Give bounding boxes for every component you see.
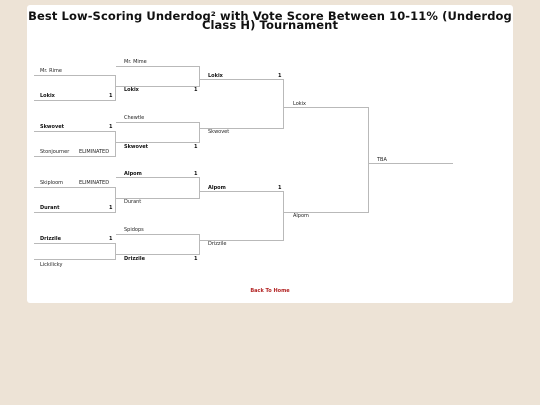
bracket-entry-r2-m3-bottom: Durant [124,199,142,205]
bracket-line [199,234,200,255]
bracket-entry-r4-top: Lokix [293,101,307,107]
bracket-line [34,243,116,244]
eliminated-badge: ELIMINATED [79,180,110,186]
bracket-entry-r4-bottom: Alpom [293,213,309,219]
bracket-entry-r1-m2-top: Skwovet [40,124,65,130]
bracket-line [199,66,200,87]
page-title: Best Low-Scoring Underdog² with Vote Sco… [28,9,512,32]
bracket-line [116,177,200,178]
bracket-line [369,163,453,164]
bracket-entry-r1-m1-top: Mr. Rime [40,68,62,74]
bracket-line [200,128,284,129]
score-r2-m4-bottom: 1 [194,256,198,262]
bracket-entry-r1-m4-top: Drizzile [40,236,61,242]
bracket-line [34,100,116,101]
bracket-line [116,234,200,235]
bracket-entry-r3-m1-bottom: Skwovet [208,129,230,135]
bracket-line [199,122,200,143]
bracket-entry-r2-m2-bottom: Skwovet [124,144,149,150]
bracket-line [200,191,284,192]
bracket-entry-r1-m4-bottom: Lickilicky [40,262,63,268]
bracket-line [34,187,116,188]
bracket-line [115,187,116,213]
bracket-line [116,122,200,123]
bracket-entry-r2-m1-top: Mr. Mime [124,59,147,65]
bracket-line [199,177,200,199]
bracket-entry-r1-m2-bottom: Stonjourner [40,149,70,155]
bracket-line [115,131,116,157]
bracket-line [284,212,369,213]
score-r1-m4-top: 1 [109,236,113,242]
bracket-line [116,142,200,143]
bracket-entry-r2-m4-top: Spidops [124,227,144,233]
eliminated-badge: ELIMINATED [79,149,110,155]
bracket-line [200,240,284,241]
bracket-line [283,79,284,129]
bracket-entry-r3-m1-top: Lokix [208,73,223,79]
score-r1-m1-bottom: 1 [109,93,113,99]
bracket-entry-r2-m2-top: Chewtle [124,115,145,121]
bracket-entry-r1-m3-top: Skiploom [40,180,64,186]
bracket-line [368,107,369,213]
bracket-line [116,254,200,255]
score-r2-m2-bottom: 1 [194,144,198,150]
winner-slot: TBA [377,157,387,163]
bracket-entry-r2-m4-bottom: Drizzile [124,256,145,262]
bracket-line [34,259,116,260]
score-r2-m1-bottom: 1 [194,87,198,93]
bracket-line [116,66,200,67]
bracket-entry-r3-m2-top: Alpom [208,185,226,191]
back-to-home-link[interactable]: Back To Home [250,288,290,294]
bracket-entry-r2-m3-top: Alpom [124,171,142,177]
bracket-line [116,86,200,87]
bracket-entry-r3-m2-bottom: Drizzile [208,241,227,247]
bracket-line [116,198,200,199]
score-r1-m3-bottom: 1 [109,205,113,211]
bracket-line [284,107,369,108]
bracket-line [115,243,116,260]
bracket-line [34,75,116,76]
bracket-line [34,131,116,132]
bracket-line [34,212,116,213]
bracket-line [115,75,116,101]
bracket-line [200,79,284,80]
bracket-entry-r1-m3-bottom: Durant [40,205,60,211]
score-r2-m3-top: 1 [194,171,198,177]
bracket-line [283,191,284,241]
score-r1-m2-top: 1 [109,124,113,130]
bracket-entry-r1-m1-bottom: Lokix [40,93,55,99]
bracket-line [34,156,116,157]
bracket-card [27,5,513,303]
score-r3-m2-top: 1 [278,185,282,191]
bracket-entry-r2-m1-bottom: Lokix [124,87,139,93]
score-r3-m1-top: 1 [278,73,282,79]
